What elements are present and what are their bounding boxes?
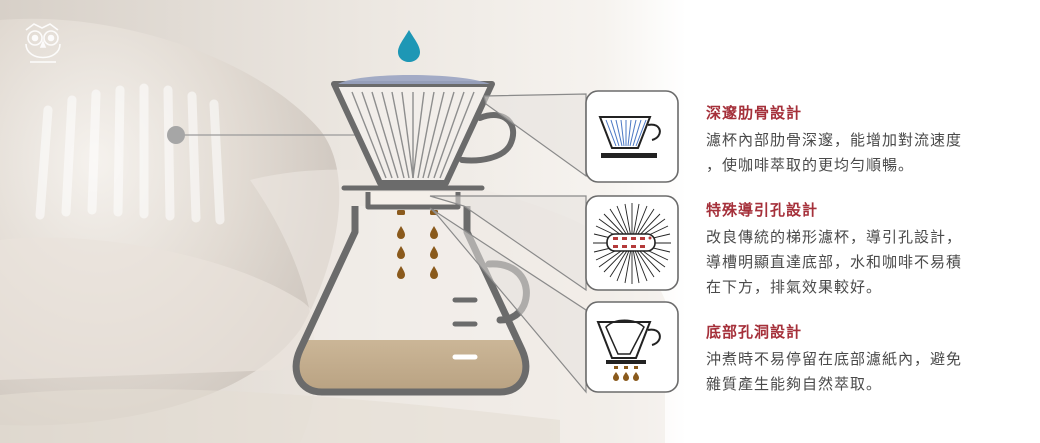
feature-ribs: 深邃肋骨設計 濾杯內部肋骨深邃，能增加對流速度 ，使咖啡萃取的更均勻順暢。 [706, 104, 1006, 178]
callout-beams [429, 93, 587, 394]
rib-pointer [167, 126, 364, 144]
water-drop-icon [398, 30, 420, 62]
feature-description: 改良傳統的梯形濾杯，導引孔設計， 導槽明顯直達底部，水和咖啡不易積 在下方，排氣… [706, 228, 963, 296]
feature-title: 底部孔洞設計 [706, 323, 803, 341]
feature-title: 特殊導引孔設計 [706, 201, 819, 219]
feature-description: 沖煮時不易停留在底部濾紙內，避免 雜質產生能夠自然萃取。 [706, 350, 963, 393]
feature-bottom-holes: 底部孔洞設計 沖煮時不易停留在底部濾紙內，避免 雜質產生能夠自然萃取。 [706, 323, 1006, 397]
logo-owl-icon [25, 23, 61, 63]
dripper-cone [331, 75, 517, 186]
dripper-bottom-drip-icon [596, 319, 661, 381]
feature-description: 濾杯內部肋骨深邃，能增加對流速度 ，使咖啡萃取的更均勻順暢。 [706, 131, 963, 174]
feature-guide-holes: 特殊導引孔設計 改良傳統的梯形濾杯，導引孔設計， 導槽明顯直達底部，水和咖啡不易… [706, 201, 1006, 300]
callout-box-ribs [585, 90, 679, 183]
callout-box-holes [585, 195, 679, 291]
callout-box-bottom [585, 301, 679, 393]
coffee-liquid [298, 340, 524, 392]
feature-title: 深邃肋骨設計 [706, 104, 803, 122]
dripper-rib-icon [598, 116, 661, 158]
